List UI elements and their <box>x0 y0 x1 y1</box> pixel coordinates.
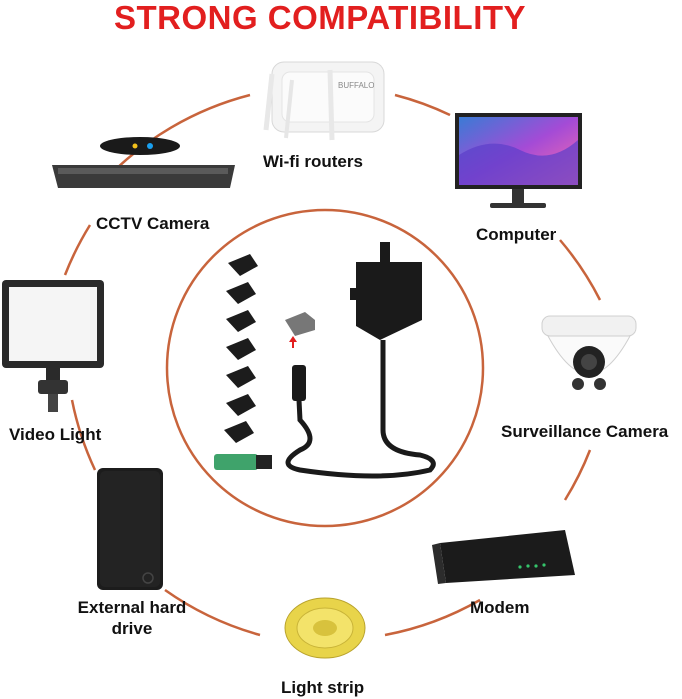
label-cctv-camera: CCTV Camera <box>96 214 210 233</box>
label-computer: Computer <box>476 225 557 244</box>
label-light-strip: Light strip <box>281 678 365 697</box>
label-video-light: Video Light <box>9 425 102 444</box>
inner-ring <box>165 208 485 528</box>
led-panel-icon <box>2 280 104 412</box>
power-adapter-icon <box>214 242 436 479</box>
page-title: STRONG COMPATIBILITY <box>113 0 527 36</box>
router-icon: BUFFALO <box>263 61 385 141</box>
label-surveillance-camera: Surveillance Camera <box>501 422 669 441</box>
label-modem: Modem <box>470 598 530 617</box>
svg-text:BUFFALO: BUFFALO <box>338 81 374 90</box>
label-wifi-routers: Wi-fi routers <box>263 152 363 171</box>
led-strip-icon <box>284 597 366 659</box>
label-external-hard-drive: External hard drive <box>77 598 187 638</box>
monitor-icon <box>455 113 582 208</box>
dome-camera-icon <box>541 315 637 390</box>
hard-drive-icon <box>97 468 163 590</box>
set-top-box-icon <box>52 137 235 188</box>
modem-icon <box>432 530 575 584</box>
